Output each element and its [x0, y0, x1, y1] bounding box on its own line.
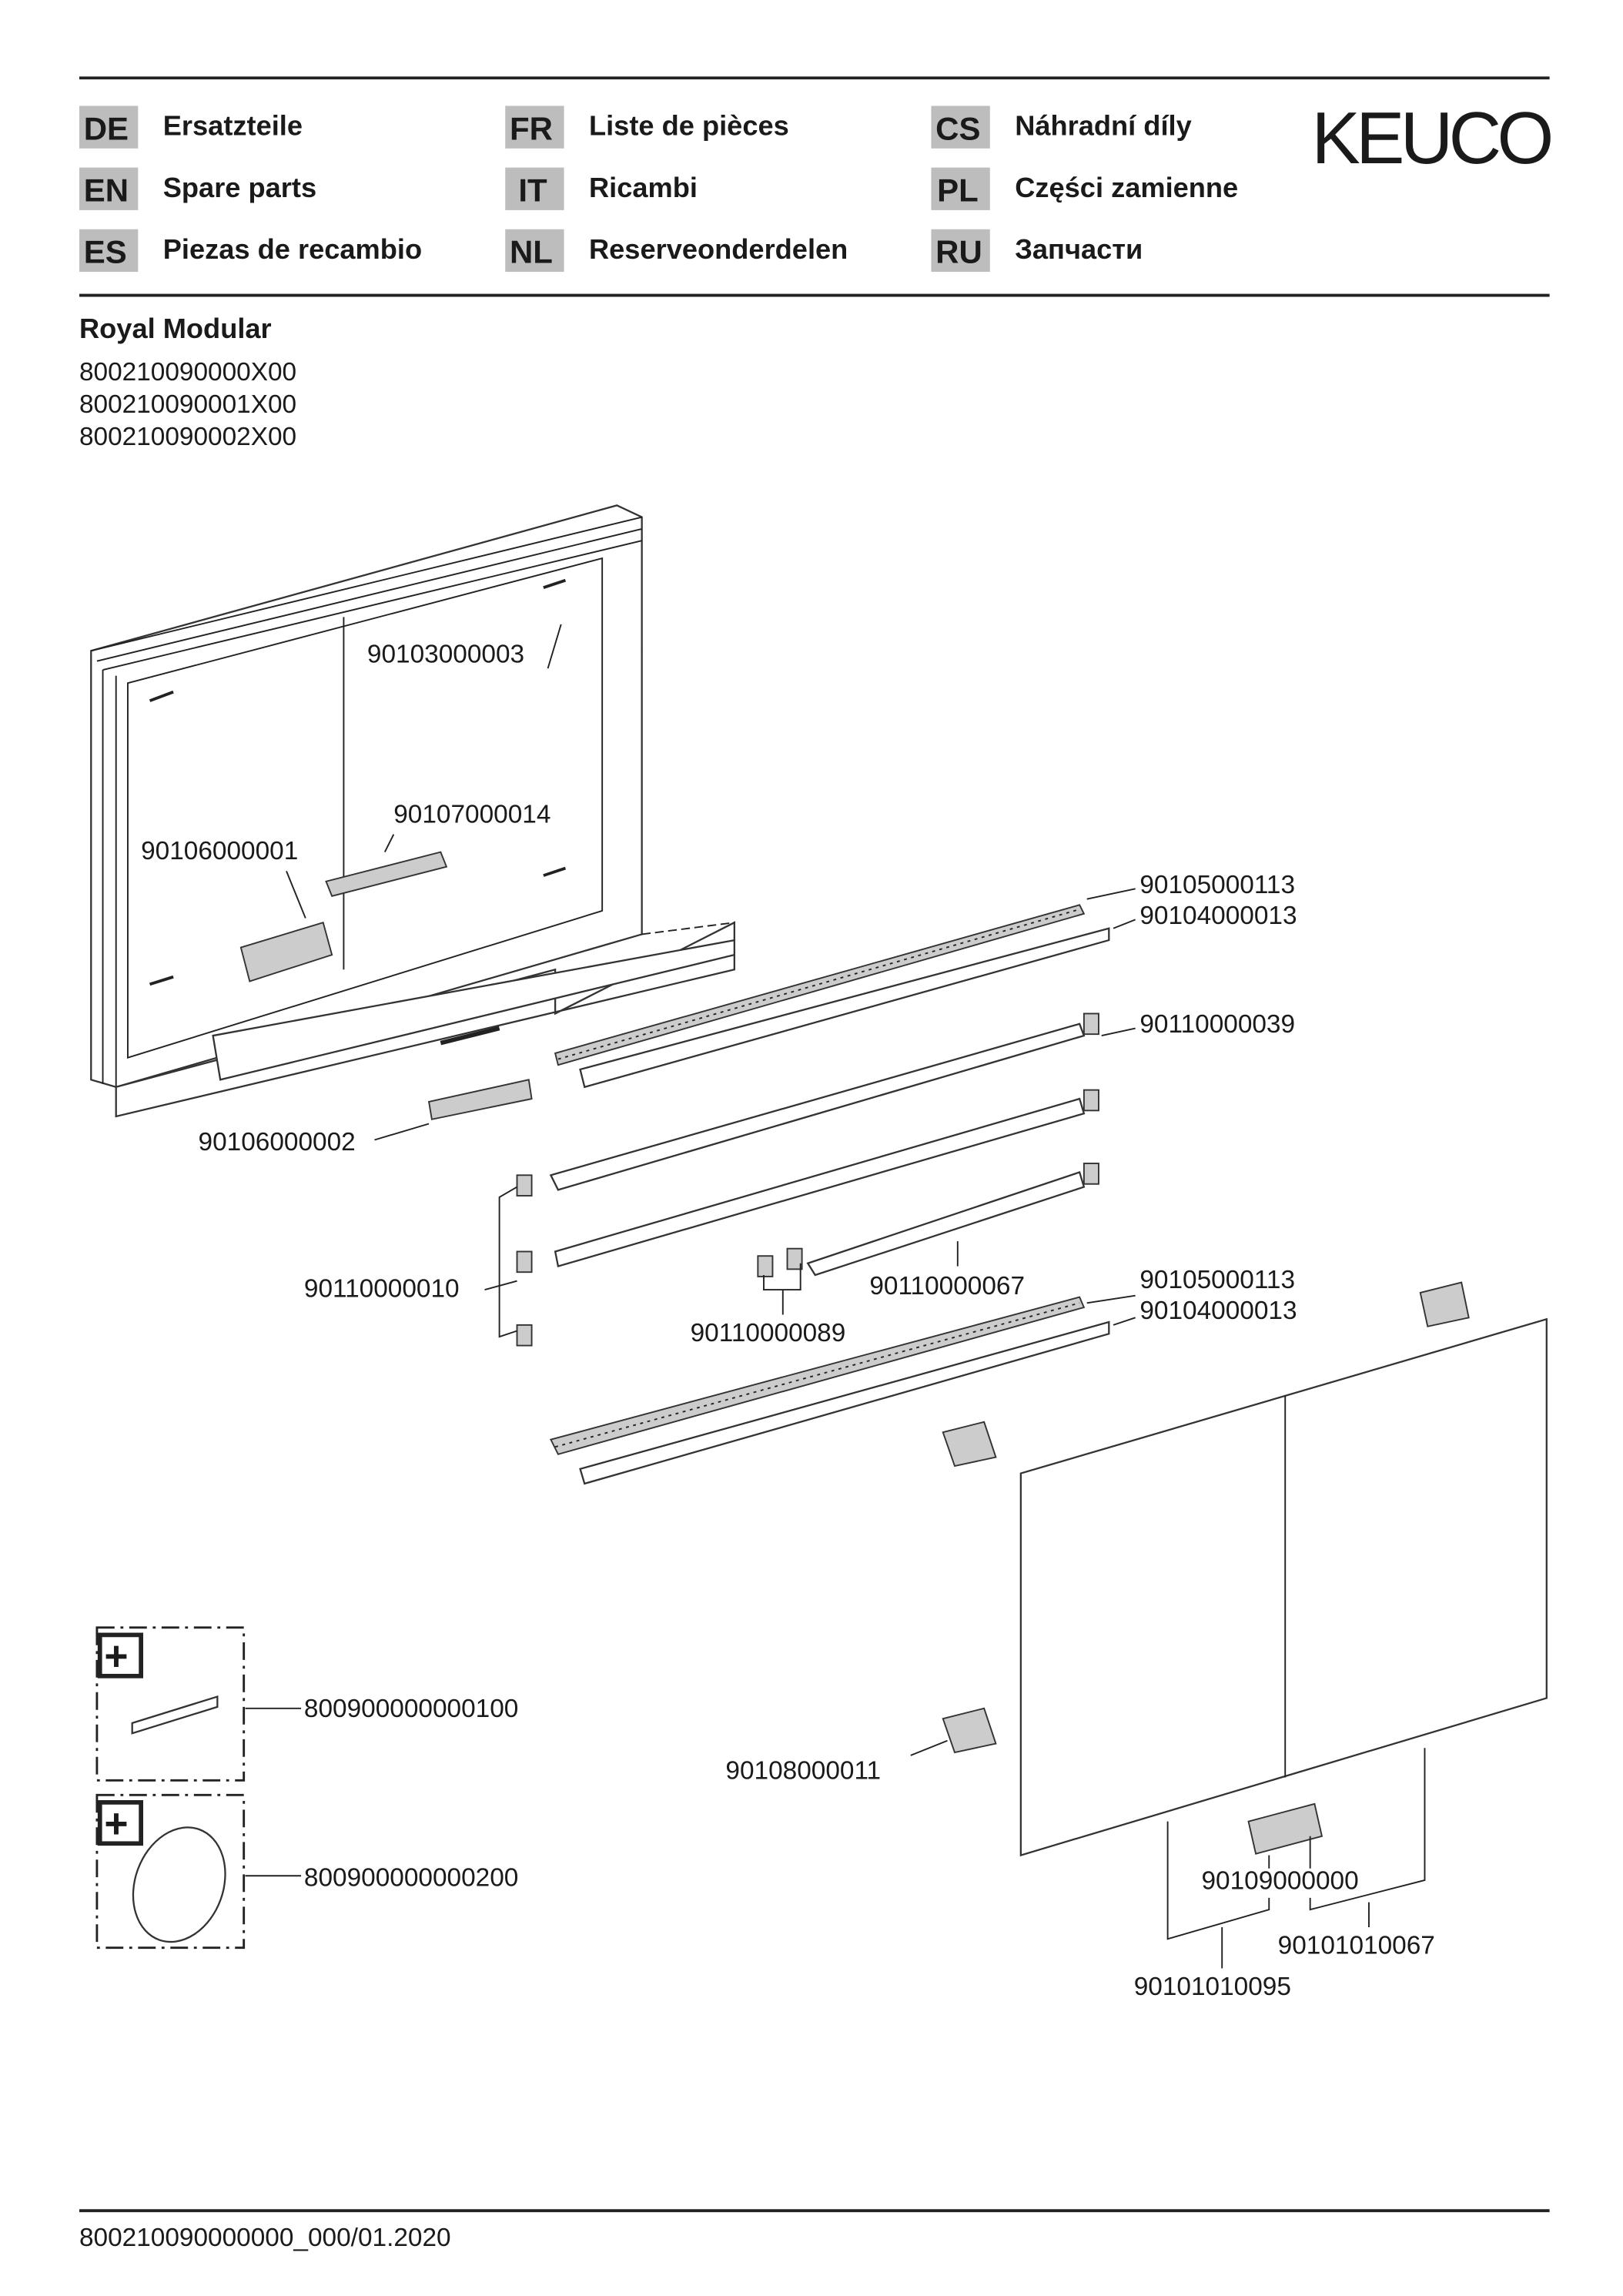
lang-code: EN — [84, 172, 129, 208]
part-number: 90106000001 — [141, 837, 298, 865]
accessory-box-2: + — [95, 1793, 246, 1950]
part-number: 90103000003 — [367, 641, 524, 669]
document-number: 800210090000000_000/01.2020 — [79, 2224, 451, 2252]
part-number: 90110000067 — [869, 1272, 1025, 1300]
lang-label: Ricambi — [589, 172, 698, 203]
lang-code: FR — [510, 110, 553, 146]
product-title: Royal Modular — [79, 313, 272, 344]
lang-label: Запчасти — [1015, 233, 1143, 265]
part-labels: 90103000003 90107000014 90106000001 9010… — [141, 641, 1435, 2001]
part-number: 90105000113 — [1139, 871, 1295, 899]
part-number: 90110000010 — [304, 1275, 460, 1304]
article-number: 800210090002X00 — [79, 423, 296, 451]
part-number: 90108000011 — [725, 1756, 881, 1785]
part-number: 90110000089 — [691, 1319, 846, 1347]
cabinet-body-drawing — [90, 504, 735, 1120]
part-number: 800900000000200 — [304, 1864, 518, 1893]
language-grid: DE Ersatzteile EN Spare parts ES Piezas de … — [79, 105, 1238, 273]
lang-label: Reserveonderdelen — [589, 233, 848, 265]
lang-label: Spare parts — [163, 172, 316, 203]
lang-label: Liste de pièces — [589, 110, 789, 142]
part-number: 90101010067 — [1278, 1931, 1435, 1960]
article-number: 800210090001X00 — [79, 390, 296, 419]
article-number: 800210090000X00 — [79, 358, 296, 387]
lang-code: DE — [84, 110, 129, 146]
lang-label: Ersatzteile — [163, 110, 303, 142]
part-number: 800900000000100 — [304, 1695, 518, 1723]
part-number: 90110000039 — [1139, 1010, 1295, 1039]
svg-text:+: + — [104, 1802, 128, 1847]
part-number: 90106000002 — [199, 1128, 356, 1156]
lang-label: Części zamienne — [1015, 172, 1238, 203]
lang-code: ES — [84, 234, 127, 270]
brand-logo: KEUCO — [1312, 98, 1551, 179]
part-number: 90104000013 — [1139, 1297, 1297, 1325]
leader-lines — [245, 624, 1426, 1969]
part-number: 90109000000 — [1201, 1866, 1358, 1895]
rails-shelves-drawing — [498, 904, 1110, 1485]
lang-code: NL — [510, 234, 553, 270]
lang-code: CS — [935, 110, 980, 146]
part-number: 90107000014 — [393, 800, 550, 828]
add-icon — [97, 1632, 143, 1678]
part-number: 90104000013 — [1139, 902, 1297, 930]
add-icon — [97, 1800, 143, 1846]
part-number: 90105000113 — [1139, 1266, 1295, 1294]
part-number: 90101010095 — [1134, 1973, 1291, 2001]
accessory-box-1: + — [95, 1626, 246, 1782]
svg-text:+: + — [104, 1634, 128, 1679]
lang-label: Náhradní díly — [1015, 110, 1192, 142]
lang-code: RU — [935, 234, 982, 270]
lang-code: IT — [518, 172, 547, 208]
lang-code: PL — [937, 172, 979, 208]
mirror-doors-drawing — [942, 1281, 1548, 1857]
lang-label: Piezas de recambio — [163, 233, 422, 265]
